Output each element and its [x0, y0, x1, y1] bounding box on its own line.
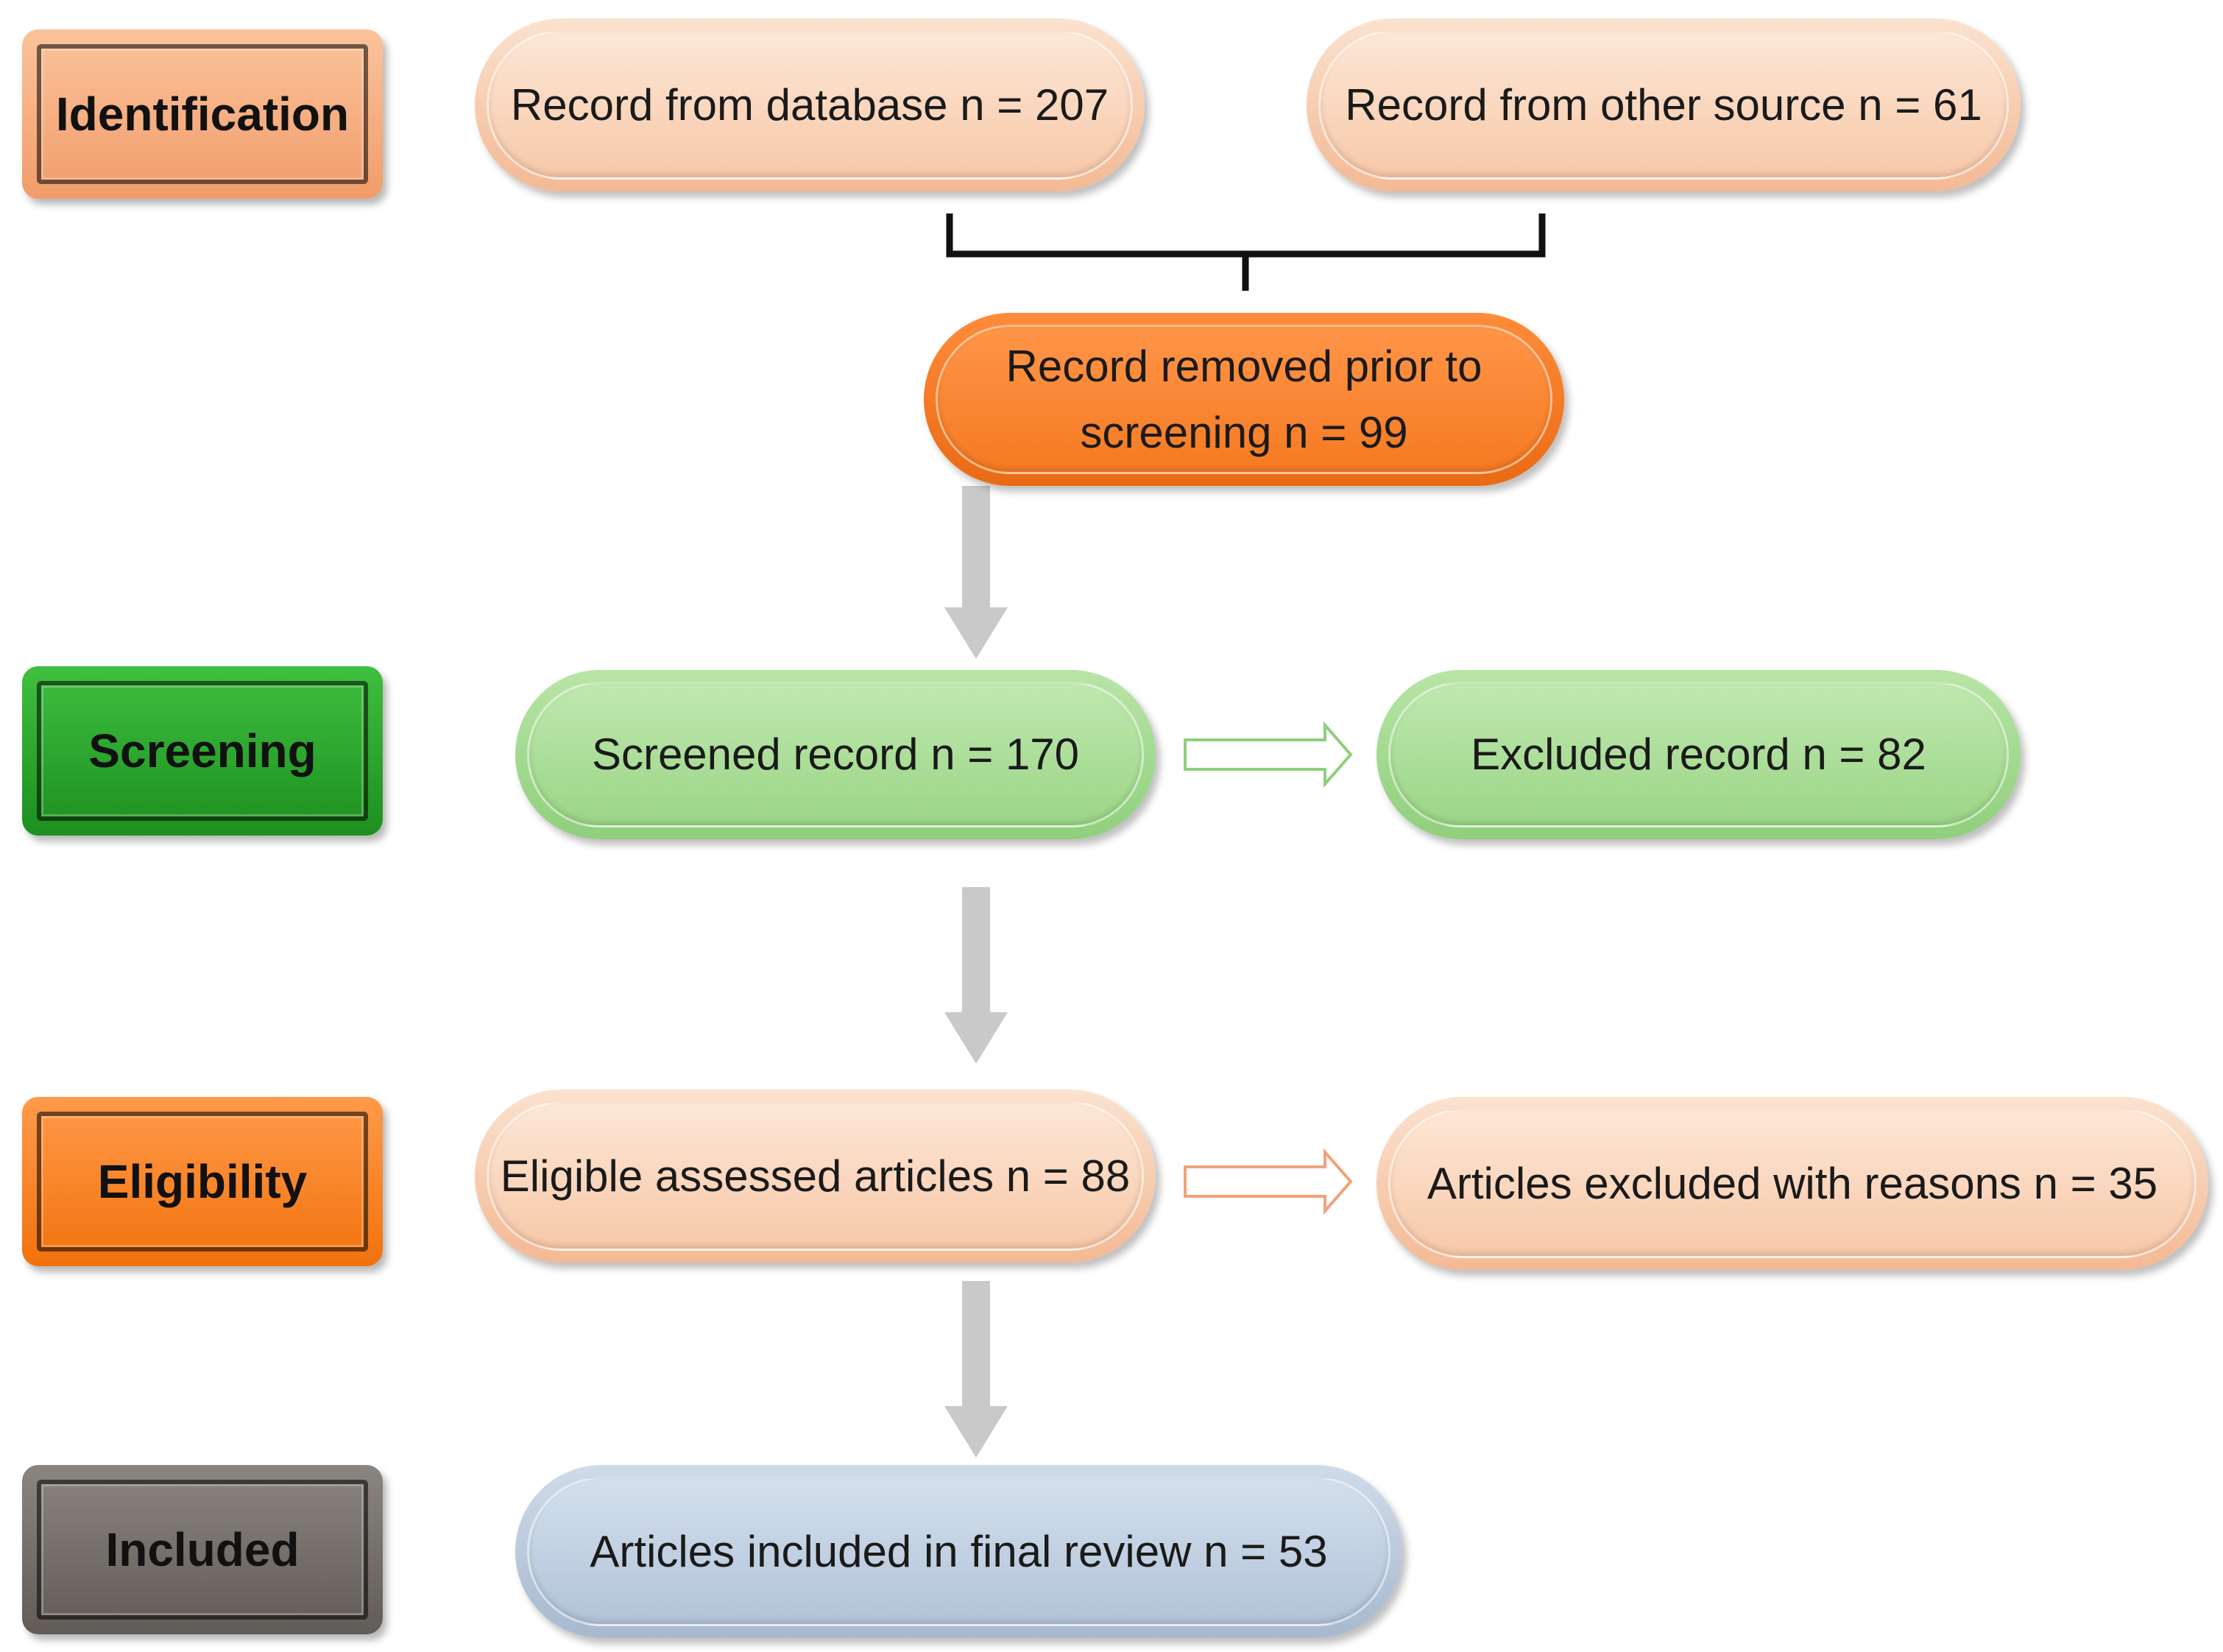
- right-arrow-screened-to-excluded: [1184, 721, 1353, 788]
- down-arrow-removed-to-screened: [944, 486, 1008, 659]
- screened-records-box-inner: Screened record n = 170: [527, 682, 1144, 827]
- right-arrow-eligible-to-articles-excluded: [1184, 1148, 1353, 1215]
- database-records-text: Record from database n = 207: [510, 80, 1109, 130]
- included-articles-box-inner: Articles included in final review n = 53: [527, 1477, 1390, 1626]
- stage-eligibility-frame: Eligibility: [37, 1112, 368, 1252]
- screened-records-box: Screened record n = 170: [515, 670, 1156, 839]
- included-articles-text: Articles included in final review n = 53: [590, 1526, 1328, 1576]
- stage-identification-label: Identification: [55, 88, 350, 141]
- stage-included-label: Included: [105, 1523, 300, 1576]
- stage-screening-frame: Screening: [37, 681, 368, 821]
- stage-eligibility-label: Eligibility: [97, 1155, 308, 1208]
- other-source-records-box: Record from other source n = 61: [1307, 18, 2021, 191]
- included-articles-box: Articles included in final review n = 53: [515, 1465, 1402, 1638]
- stage-included: Included: [22, 1465, 383, 1634]
- excluded-records-box-inner: Excluded record n = 82: [1388, 682, 2009, 827]
- removed-records-box-inner: Record removed prior to screening n = 99: [936, 325, 1552, 474]
- database-records-box: Record from database n = 207: [475, 18, 1145, 191]
- merge-bracket: [946, 213, 1546, 291]
- eligible-articles-text: Eligible assessed articles n = 88: [500, 1151, 1131, 1201]
- stage-eligibility: Eligibility: [22, 1097, 383, 1266]
- stage-included-frame: Included: [37, 1480, 368, 1620]
- eligible-articles-box: Eligible assessed articles n = 88: [475, 1090, 1156, 1263]
- stage-screening-label: Screening: [88, 724, 317, 777]
- articles-excluded-box-inner: Articles excluded with reasons n = 35: [1388, 1109, 2197, 1258]
- other-source-records-text: Record from other source n = 61: [1345, 80, 1982, 130]
- down-arrow-eligible-to-included: [944, 1281, 1008, 1458]
- stage-identification-frame: Identification: [37, 44, 368, 184]
- removed-records-box: Record removed prior to screening n = 99: [924, 313, 1564, 486]
- removed-records-text: Record removed prior to screening n = 99: [1006, 341, 1482, 457]
- database-records-box-inner: Record from database n = 207: [487, 30, 1133, 180]
- stage-screening: Screening: [22, 666, 383, 836]
- excluded-records-box: Excluded record n = 82: [1376, 670, 2021, 839]
- eligible-articles-box-inner: Eligible assessed articles n = 88: [487, 1101, 1144, 1251]
- other-source-records-box-inner: Record from other source n = 61: [1318, 30, 2009, 180]
- articles-excluded-text: Articles excluded with reasons n = 35: [1427, 1158, 2158, 1208]
- articles-excluded-box: Articles excluded with reasons n = 35: [1376, 1097, 2208, 1270]
- stage-identification: Identification: [22, 29, 383, 199]
- screened-records-text: Screened record n = 170: [591, 730, 1080, 779]
- down-arrow-screened-to-eligible: [944, 887, 1008, 1064]
- excluded-records-text: Excluded record n = 82: [1471, 730, 1926, 779]
